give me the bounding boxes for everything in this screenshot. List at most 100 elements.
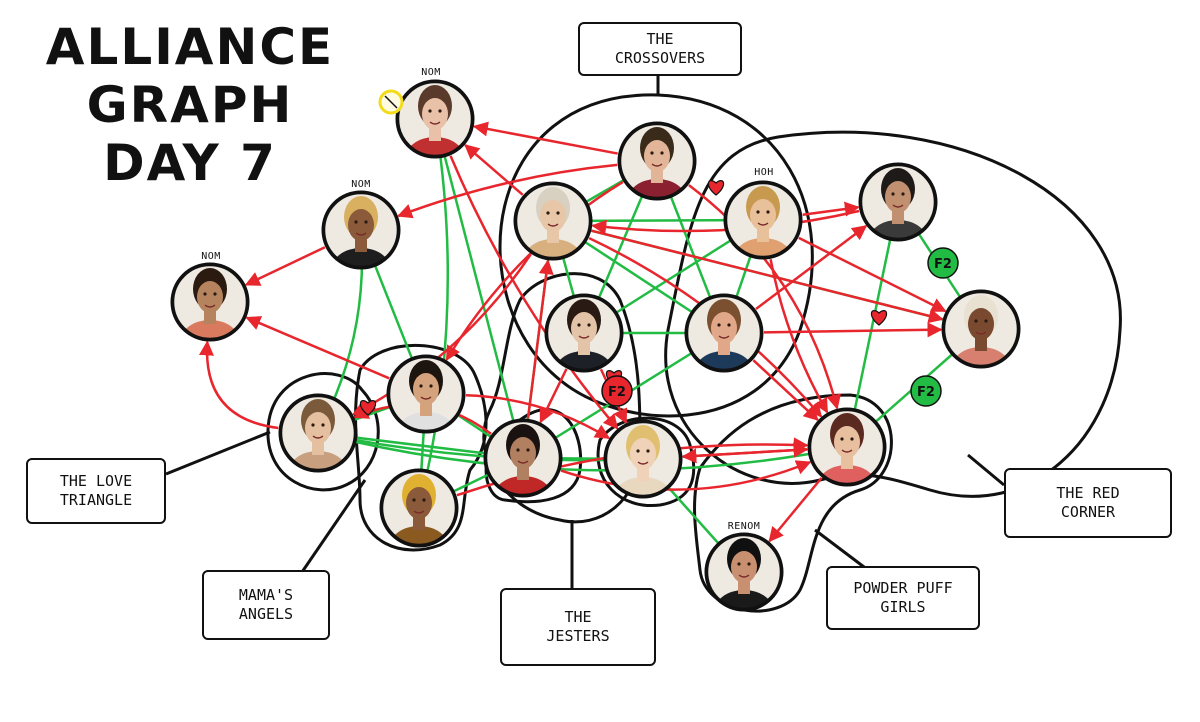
heart-icon	[359, 400, 377, 416]
portrait-eye	[311, 423, 315, 427]
target-edge-d-k	[445, 180, 624, 362]
portrait-face	[885, 181, 911, 213]
outline-the-jesters	[482, 272, 642, 524]
houseguest-node-g	[858, 162, 938, 242]
portrait-shirt	[554, 351, 614, 370]
portrait-neck	[429, 127, 441, 141]
portrait-mouth	[355, 232, 367, 236]
renom-tag: RENOM	[727, 521, 761, 532]
portrait-shirt	[868, 220, 928, 239]
target-edge-k-c	[245, 316, 390, 380]
portrait-neck	[420, 402, 432, 416]
outline-the-crossovers	[498, 93, 814, 418]
node-portrait	[547, 296, 621, 370]
node-portrait	[606, 422, 680, 496]
portrait-mouth	[975, 331, 987, 335]
portrait-face	[305, 412, 331, 444]
houseguest-node-d	[617, 121, 697, 201]
portrait-eye	[438, 109, 442, 113]
portrait-mouth	[637, 461, 649, 465]
portrait-face	[630, 438, 656, 470]
target-edge-m-o	[560, 460, 812, 491]
portrait-eye	[546, 211, 550, 215]
portrait-eye	[422, 498, 426, 502]
portrait-neck	[892, 210, 904, 224]
heart-icon	[707, 180, 725, 196]
portrait-neck	[718, 341, 730, 355]
node-ring	[618, 122, 696, 200]
portrait-eye	[364, 220, 368, 224]
ally-edge-l-n	[317, 431, 644, 462]
portrait-eye	[660, 151, 664, 155]
portrait-mouth	[413, 510, 425, 514]
outline-the-love-triangle	[266, 372, 380, 492]
portrait-neck	[975, 337, 987, 351]
node-portrait	[382, 471, 456, 545]
portrait-mouth	[517, 460, 529, 464]
houseguest-node-a	[395, 79, 475, 159]
houseguest-node-h	[544, 293, 624, 373]
label-mamas-angels: MAMA'S ANGELS	[202, 570, 330, 640]
portrait-face	[834, 426, 860, 458]
portrait-face	[571, 312, 597, 344]
target-edge-o-q	[768, 477, 823, 543]
portrait-face	[540, 200, 566, 232]
houseguest-node-q	[704, 532, 784, 612]
portrait-neck	[413, 516, 425, 530]
portrait-eye	[901, 192, 905, 196]
node-portrait	[944, 292, 1018, 366]
portrait-eye	[429, 384, 433, 388]
node-ring	[808, 408, 886, 486]
houseguest-node-f	[723, 180, 803, 260]
target-edge-f-j	[798, 236, 947, 313]
node-portrait	[687, 296, 761, 370]
houseguest-node-b	[321, 190, 401, 270]
alliance-group-outlines	[165, 76, 1122, 613]
label-the-love-triangle: THE LOVE TRIANGLE	[26, 458, 166, 524]
target-edge-f-g	[802, 201, 860, 217]
target-edge-l-c	[198, 340, 279, 430]
node-portrait	[486, 421, 560, 495]
ally-edge-a-m	[433, 118, 525, 459]
portrait-eye	[556, 211, 560, 215]
node-portrait	[707, 535, 781, 609]
portrait-mouth	[718, 335, 730, 339]
f2-badge-label: F2	[608, 385, 626, 400]
houseguest-node-i	[684, 293, 764, 373]
houseguest-node-l	[278, 393, 358, 473]
label-the-red-corner: THE RED CORNER	[1004, 468, 1172, 538]
node-ring	[484, 419, 562, 497]
portrait-shirt	[331, 248, 391, 267]
node-ring	[171, 263, 249, 341]
portrait-face	[348, 209, 374, 241]
outline-powder-puff-girls	[693, 393, 893, 613]
node-ring	[942, 290, 1020, 368]
f2-badge-label: F2	[917, 385, 935, 400]
portrait-eye	[321, 423, 325, 427]
hoh-tag: HOH	[754, 167, 774, 178]
node-ring	[545, 294, 623, 372]
portrait-neck	[637, 467, 649, 481]
portrait-neck	[841, 455, 853, 469]
label-the-jesters: THE JESTERS	[500, 588, 656, 666]
portrait-shirt	[493, 476, 553, 495]
portrait-neck	[517, 466, 529, 480]
portrait-eye	[646, 449, 650, 453]
portrait-shirt	[627, 179, 687, 198]
target-edge-k-n	[465, 394, 611, 440]
target-edge-i-j	[763, 322, 943, 338]
portrait-eye	[412, 498, 416, 502]
portrait-eye	[203, 292, 207, 296]
portrait-face	[406, 487, 432, 519]
node-ring	[604, 420, 682, 498]
portrait-shirt	[733, 238, 793, 257]
target-edge-m-e	[526, 259, 554, 419]
portrait-neck	[757, 228, 769, 242]
title-line-2: GRAPH	[86, 76, 294, 134]
node-ring	[387, 355, 465, 433]
node-portrait	[281, 396, 355, 470]
portrait-mouth	[547, 223, 559, 227]
